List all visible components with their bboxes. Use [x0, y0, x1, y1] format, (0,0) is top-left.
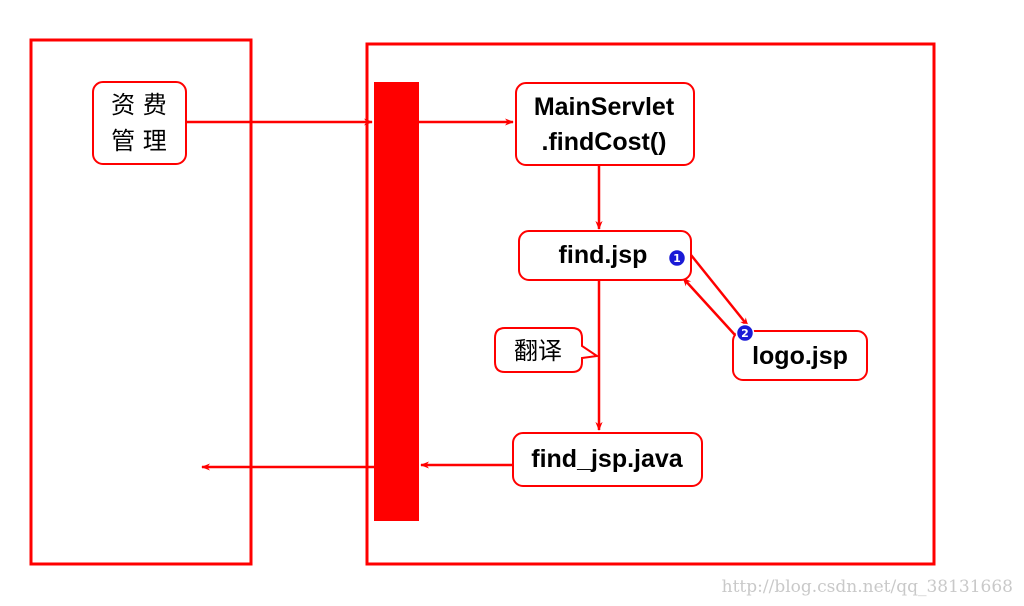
- step-badge-2-text: 2: [741, 327, 749, 340]
- translate-callout: [494, 327, 600, 373]
- fee-management-label-1: 资 费: [111, 91, 167, 119]
- step-badge-1-text: 1: [673, 252, 681, 265]
- logo-jsp-label: logo.jsp: [752, 342, 848, 370]
- fee-management-label-2: 管 理: [111, 127, 167, 155]
- arrow-logojsp-to-findjsp: [682, 277, 736, 336]
- find-jsp-java-box: [512, 432, 703, 487]
- fee-management-box: [92, 81, 187, 165]
- server-entry-bar: [374, 82, 419, 521]
- arrow-findjsp-to-logojsp: [690, 254, 749, 327]
- step-badge-2: [735, 323, 755, 343]
- client-frame: [29, 38, 253, 566]
- server-frame: [365, 42, 936, 566]
- translate-label: 翻译: [514, 337, 562, 365]
- main-servlet-label-2: .findCost(): [542, 128, 667, 156]
- logo-jsp-box: [732, 330, 868, 381]
- find-jsp-java-label: find_jsp.java: [531, 445, 684, 473]
- main-servlet-label-1: MainServlet: [534, 93, 675, 121]
- watermark-url: http://blog.csdn.net/qq_38131668: [722, 577, 1013, 597]
- main-servlet-box: [515, 82, 695, 166]
- step-badge-1: [667, 248, 687, 268]
- find-jsp-box: [518, 230, 692, 281]
- find-jsp-label: find.jsp: [559, 241, 648, 269]
